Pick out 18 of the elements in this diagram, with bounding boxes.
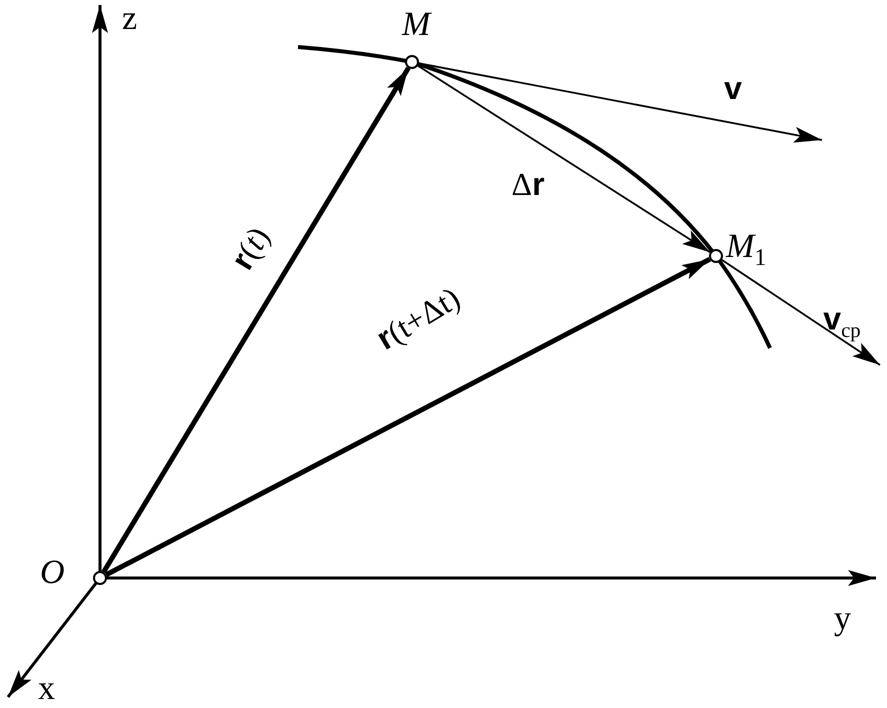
vector-label: v$_{cp}$: [823, 302, 861, 342]
vector-arrow: [105, 257, 711, 577]
vector-arrow: [418, 62, 822, 143]
vector-arrow: [101, 66, 411, 574]
point-marker: [93, 571, 107, 585]
axis-label: y: [834, 602, 851, 636]
point-marker: [709, 249, 723, 263]
axis-label: x: [38, 672, 55, 706]
vector-arrow: [417, 65, 711, 253]
vector-label: r(t): [225, 221, 275, 275]
vector-arrow: [721, 259, 880, 366]
point-label: M: [402, 8, 430, 42]
point-marker: [405, 55, 419, 69]
point-label: M$_{1}$: [726, 230, 766, 271]
axis-label: z: [122, 2, 138, 36]
vector-label: Δr: [511, 168, 545, 200]
point-label: O: [40, 556, 65, 590]
vector-label: v: [724, 72, 742, 104]
